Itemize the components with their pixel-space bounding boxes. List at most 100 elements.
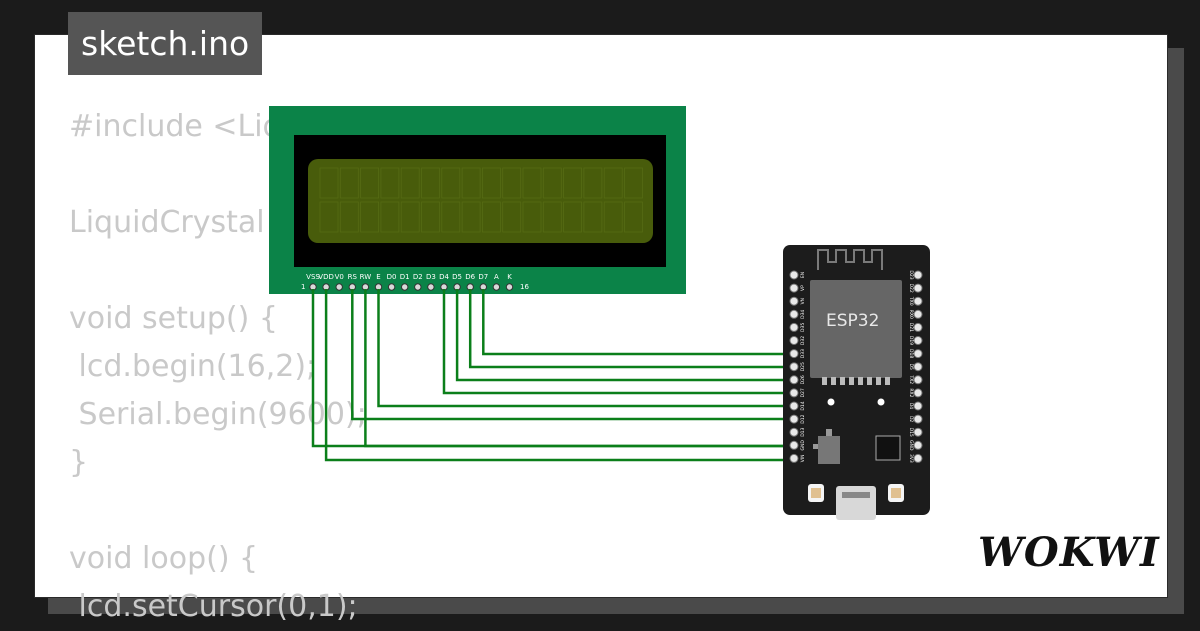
- lcd-cell: [360, 167, 380, 199]
- pin-index-last: 16: [520, 283, 529, 291]
- lcd-pin: [492, 283, 501, 291]
- lcd-pin-label: VSS: [306, 273, 320, 281]
- lcd-cell: [542, 167, 562, 199]
- voltage-regulator: [818, 436, 840, 464]
- esp32-right-pin-label: D19: [908, 336, 914, 345]
- esp32-right-pin: [913, 440, 923, 450]
- lcd-screen: [308, 159, 653, 243]
- lcd-cell: [380, 201, 400, 233]
- esp32-left-pin-label: D25: [800, 362, 806, 371]
- esp32-left-pin: [789, 414, 799, 424]
- esp32-right-pin-label: 3V3: [908, 454, 914, 463]
- lcd-cell: [583, 201, 603, 233]
- lcd-cell: [421, 167, 440, 199]
- lcd-character-grid: [319, 167, 643, 233]
- esp32-right-pin: [913, 283, 923, 293]
- lcd-pin-label: D0: [387, 273, 397, 281]
- micro-usb-port[interactable]: [836, 486, 876, 520]
- esp32-right-pin: [913, 309, 923, 319]
- wire: [468, 289, 790, 369]
- esp32-right-pin-label: D23: [908, 270, 914, 279]
- lcd-pin: [401, 283, 409, 291]
- lcd-pin-label: VDD: [318, 273, 334, 281]
- esp32-left-pin-label: EN: [800, 272, 806, 278]
- lcd-pin-label: D2: [413, 273, 423, 281]
- wire: [377, 289, 790, 408]
- lcd-pin-label: K: [507, 273, 512, 281]
- esp32-left-pin-label: GND: [800, 440, 806, 451]
- esp32-left-pin: [789, 453, 799, 463]
- esp32-left-pin: [789, 309, 799, 319]
- esp32-right-pin-label: TX0: [908, 296, 914, 306]
- esp32-left-pin-label: D26: [800, 375, 806, 384]
- esp32-right-pin-label: D18: [908, 349, 914, 358]
- esp32-left-pin-label: D12: [800, 414, 806, 423]
- esp32-left-pin-label: D35: [800, 323, 806, 332]
- esp32-right-pin: [913, 336, 923, 345]
- lcd-cell: [441, 167, 461, 199]
- lcd-pin: [414, 283, 422, 291]
- esp32-left-pin: [789, 322, 799, 332]
- esp32-right-pin: [913, 414, 923, 424]
- esp32-left-pin: [789, 375, 799, 385]
- esp32-right-pin-label: RX2: [908, 388, 914, 397]
- lcd-cell: [339, 167, 359, 199]
- esp32-right-pin: [913, 296, 923, 306]
- antenna-trace: [817, 249, 883, 270]
- esp32-right-pin: [913, 375, 923, 385]
- esp32-pin-headers: ENVPVND34D35D32D33D25D26D27D14D12D13GNDV…: [789, 270, 923, 463]
- lcd-cell: [360, 201, 380, 233]
- lcd-pin-label: RW: [360, 273, 372, 281]
- esp32-right-pin-label: TX2: [908, 374, 914, 384]
- lcd-cell: [400, 167, 420, 199]
- wokwi-logo: WOKWI: [978, 529, 1159, 576]
- code-line: Serial.begin(9600);: [69, 397, 367, 432]
- code-line: lcd.setCursor(0,1);: [69, 589, 358, 624]
- lcd-cell: [583, 167, 603, 199]
- code-line: LiquidCrystal: [69, 205, 265, 240]
- lcd-cell: [603, 167, 623, 199]
- lcd-cell: [339, 201, 359, 233]
- esp32-right-pin-label: D4: [908, 403, 914, 409]
- file-name-tag: sketch.ino: [68, 12, 263, 75]
- lcd-cell: [421, 201, 440, 233]
- led-marker-2: [877, 398, 885, 406]
- esp32-left-pin-label: D33: [800, 349, 806, 358]
- esp32-left-pin-label: D14: [800, 401, 806, 410]
- lcd-cell: [522, 167, 542, 199]
- esp32-right-pin: [913, 388, 923, 398]
- lcd-cell: [542, 201, 562, 233]
- esp32-right-pin-label: GND: [908, 440, 914, 451]
- esp32-left-pin: [789, 401, 799, 411]
- code-line: lcd.begin(16,2);: [69, 349, 317, 384]
- wire: [455, 289, 790, 382]
- esp32-right-pin-label: D22: [908, 283, 914, 292]
- esp32-chip-label: ESP32: [826, 311, 879, 331]
- lcd-pin: [335, 283, 343, 291]
- lcd-cell: [624, 201, 643, 233]
- wire: [324, 289, 790, 462]
- wire: [442, 289, 790, 395]
- esp32-left-pin: [789, 336, 799, 345]
- lcd-pin: [387, 283, 396, 291]
- lcd-cell: [380, 167, 400, 199]
- esp32-left-pin-label: D32: [800, 336, 806, 345]
- esp32-left-pin: [789, 427, 799, 437]
- lcd-pin-label: E: [376, 273, 380, 281]
- lcd-cell: [522, 201, 542, 233]
- esp32-left-pin-label: D34: [800, 310, 806, 319]
- led-marker: [827, 398, 835, 406]
- esp32-right-pin: [913, 270, 923, 280]
- lcd-pin-label: D1: [400, 273, 410, 281]
- lcd-cell: [502, 167, 522, 199]
- esp32-devkit-board[interactable]: ESP32 ENVPVND34D35D32D33D25D26D27D14D12D…: [783, 245, 930, 520]
- esp32-left-pin-label: D27: [800, 388, 806, 397]
- esp32-right-pin: [913, 453, 923, 463]
- lcd-pin-label: RS: [348, 273, 358, 281]
- wire: [351, 289, 790, 421]
- lcd-pin: [505, 283, 514, 291]
- esp32-left-pin-label: VN: [800, 298, 806, 304]
- lcd-cell: [563, 167, 582, 199]
